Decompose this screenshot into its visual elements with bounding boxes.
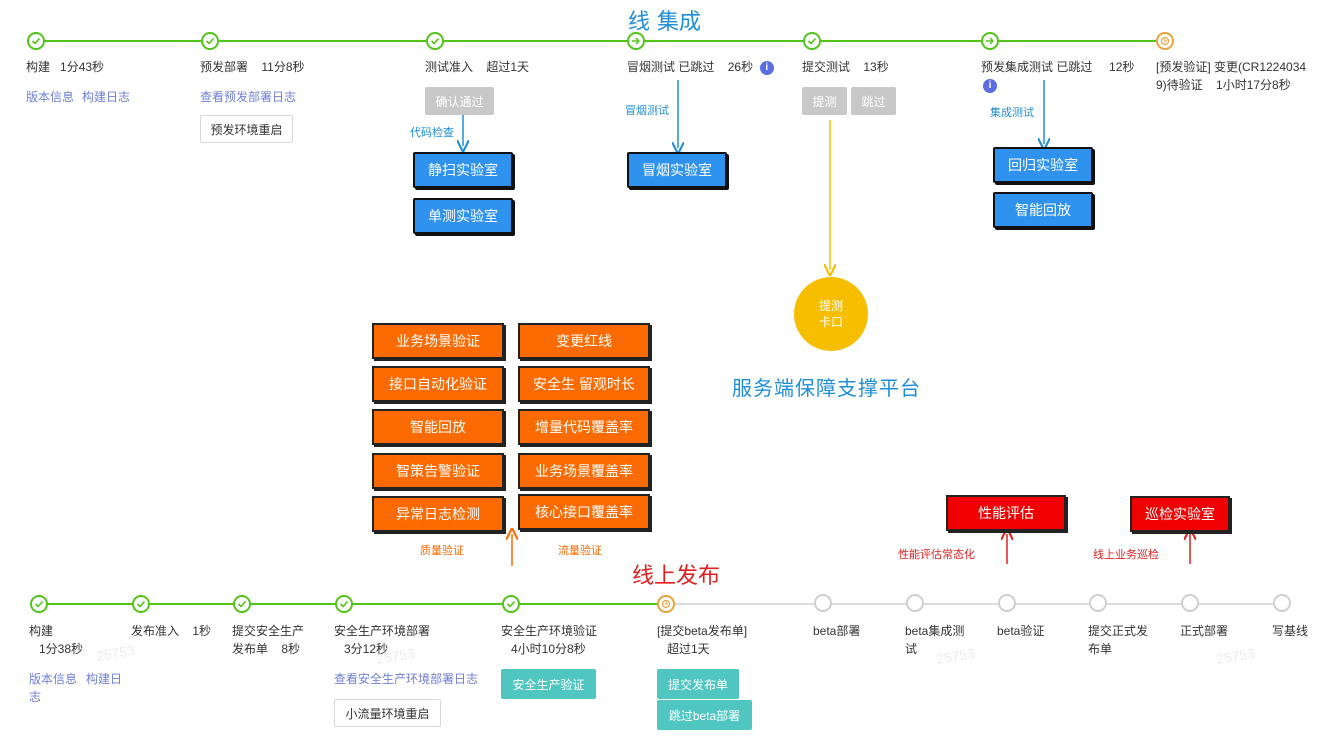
bstep-beta-deploy: beta部署 [813,624,861,638]
note-flow-verify: 流量验证 [558,544,602,557]
predeploy-log-link[interactable]: 查看预发部署日志 [200,90,297,104]
bstep-submit-beta: [提交beta发布单] 超过1天 [657,624,748,656]
clock-icon [657,595,675,613]
unit-test-lab[interactable]: 单测实验室 [413,198,513,234]
note-quality-verify: 质量验证 [420,544,464,557]
step-submit-test: 提交测试 13秒 [802,60,889,74]
bstep-build: 构建 1分38秒 [29,624,84,656]
pending-node [814,594,832,612]
submit-release-button[interactable]: 提交发布单 [657,669,739,699]
flow-box[interactable]: 变更红线 [518,323,650,359]
confirm-pass-button[interactable]: 确认通过 [425,87,494,115]
info-icon[interactable]: i [983,78,997,93]
bstep-formal-deploy: 正式部署 [1180,624,1229,638]
top-progress-line [36,40,1164,42]
check-icon [803,32,821,50]
step-predeploy: 预发部署 11分8秒 [200,60,305,74]
pending-node [998,594,1016,612]
quality-box[interactable]: 智策告警验证 [372,453,504,489]
note-integration: 集成测试 [990,106,1034,119]
static-scan-lab[interactable]: 静扫实验室 [413,152,513,188]
bstep-release-entry: 发布准入 1秒 [131,624,212,638]
patrol-lab-box[interactable]: 巡检实验室 [1130,496,1230,532]
note-perf-norm: 性能评估常态化 [898,548,975,561]
bstep-beta-integration: beta集成测 试 [905,624,965,656]
skip-button[interactable]: 跳过 [851,87,896,115]
safe-deploy-log-link[interactable]: 查看安全生产环境部署日志 [334,672,479,686]
step-build: 构建 1分43秒 [26,60,105,74]
bottom-build-log-link-cont[interactable]: 志 [29,690,42,704]
step-test-entry: 测试准入 超过1天 [425,60,530,74]
note-online-patrol: 线上业务巡检 [1093,548,1159,561]
step-preintegration: 预发集成测试 已跳过 12秒 [981,60,1135,74]
safe-verify-button[interactable]: 安全生产验证 [501,669,596,699]
submit-test-button[interactable]: 提测 [802,87,847,115]
quality-box[interactable]: 业务场景验证 [372,323,504,359]
bottom-version-info-link[interactable]: 版本信息 [29,672,78,686]
smart-replay-lab[interactable]: 智能回放 [993,192,1093,228]
skip-arrow-icon [981,32,999,50]
info-icon[interactable]: i [759,60,774,75]
note-smoke: 冒烟测试 [625,104,669,117]
top-title: 线 集成 [628,10,701,35]
skip-beta-button[interactable]: 跳过beta部署 [657,700,752,730]
flow-box[interactable]: 业务场景覆盖率 [518,453,650,489]
bottom-build-log-link[interactable]: 构建日 [86,672,123,686]
pending-node [1181,594,1199,612]
bstep-safe-verify: 安全生产环境验证 4小时10分8秒 [501,624,598,656]
smoke-lab[interactable]: 冒烟实验室 [627,152,727,188]
pending-node [906,594,924,612]
check-icon [30,595,48,613]
check-icon [233,595,251,613]
step-smoke-test: 冒烟测试 已跳过 26秒 i [627,58,774,76]
quality-box[interactable]: 接口自动化验证 [372,366,504,402]
quality-box[interactable]: 智能回放 [372,409,504,445]
check-icon [502,595,520,613]
quality-box[interactable]: 异常日志检测 [372,496,504,532]
check-icon [426,32,444,50]
note-code-check: 代码检查 [410,126,454,139]
pending-node [1089,594,1107,612]
regression-lab[interactable]: 回归实验室 [993,147,1093,183]
small-traffic-restart-button[interactable]: 小流量环境重启 [334,699,441,727]
bstep-beta-verify: beta验证 [997,624,1045,638]
check-icon [27,32,45,50]
flow-box[interactable]: 安全生 留观时长 [518,366,650,402]
bstep-submit-formal: 提交正式发 布单 [1088,624,1149,656]
test-gate-circle: 提测 卡口 [794,277,868,351]
build-log-link[interactable]: 构建日志 [82,90,131,104]
perf-eval-box[interactable]: 性能评估 [946,495,1066,531]
bstep-submit-safe: 提交安全生产 发布单 8秒 [232,624,305,656]
check-icon [335,595,353,613]
pending-node [1273,594,1291,612]
flow-box[interactable]: 核心接口覆盖率 [518,494,650,530]
bottom-title: 线上发布 [632,564,721,589]
predeploy-restart-button[interactable]: 预发环境重启 [200,115,293,143]
check-icon [201,32,219,50]
bstep-baseline: 写基线 [1272,624,1309,638]
version-info-link[interactable]: 版本信息 [26,90,75,104]
bstep-safe-deploy: 安全生产环境部署 3分12秒 [334,624,431,656]
step-preverify: [预发验证] 变更(CR1224034 9)待验证 1小时17分8秒 [1156,60,1307,92]
flow-box[interactable]: 增量代码覆盖率 [518,409,650,445]
clock-icon [1156,32,1174,50]
check-icon [132,595,150,613]
platform-title: 服务端保障支撑平台 [732,376,921,400]
skip-arrow-icon [627,32,645,50]
bottom-progress-line-todo [666,603,1282,605]
